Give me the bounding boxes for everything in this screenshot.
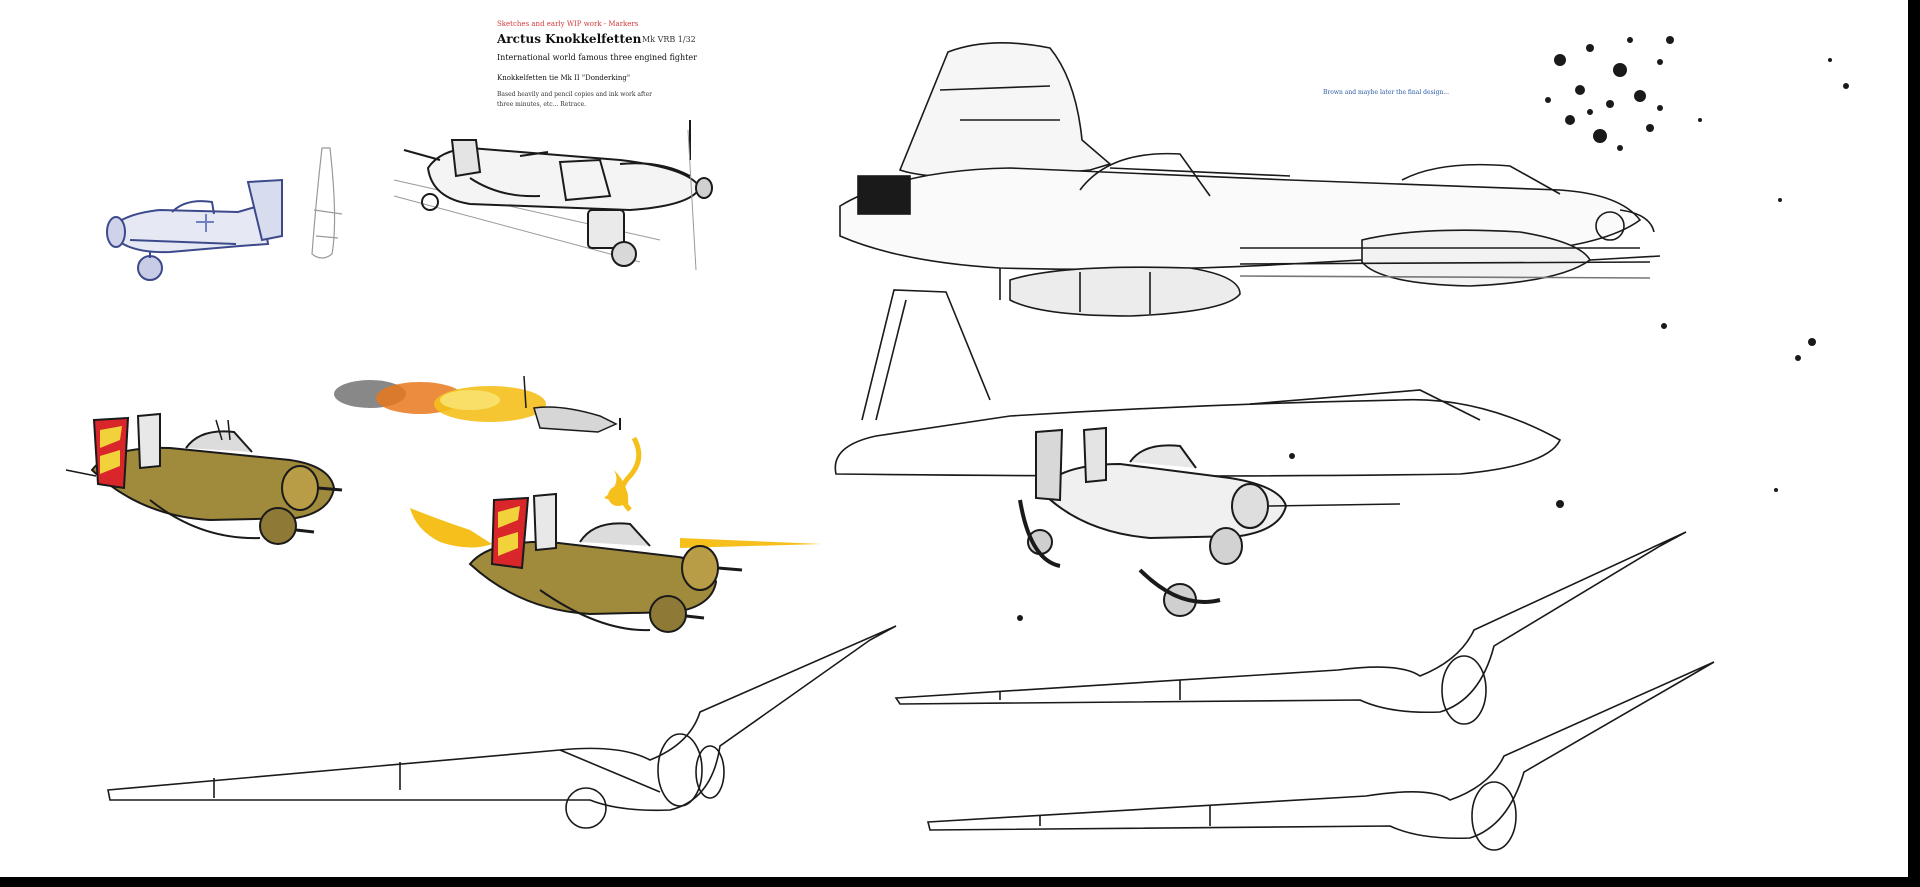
note-body-line-2: three minutes, etc... Retrace.: [497, 101, 587, 108]
large-ink-aircraft-sketch-icon: [839, 42, 1661, 317]
inked-fighter-sketch-icon: [393, 120, 713, 271]
note-red-heading: Sketches and early WIP work - Markers: [497, 20, 639, 28]
note-body-line-1: Based heavily and pencil copies and ink …: [497, 91, 653, 98]
camo-fighter-firing-icon: [410, 470, 822, 633]
note-subtitle: International world famous three engined…: [497, 53, 697, 62]
ink-splatter-icon: [1017, 36, 1849, 621]
note-model-name: Knokkelfetten tie Mk II "Donderking": [497, 74, 631, 82]
burning-plane-icon: [334, 375, 642, 512]
tail-fin-outline-icon: [834, 289, 1562, 477]
note-title: Arctus Knokkelfetten: [497, 32, 642, 46]
note-scale: Mk VRB 1/32: [642, 35, 696, 44]
side-profile-sketch-icon: [311, 147, 343, 259]
note-blue-annotation: Brown and maybe later the final design..…: [1323, 89, 1449, 96]
camo-fighter-left-icon: [65, 412, 343, 545]
inked-fighter-center-icon: [1018, 426, 1401, 617]
blue-pencil-fighter-icon: [106, 178, 283, 281]
flying-wing-outline-icon: [107, 531, 1715, 851]
